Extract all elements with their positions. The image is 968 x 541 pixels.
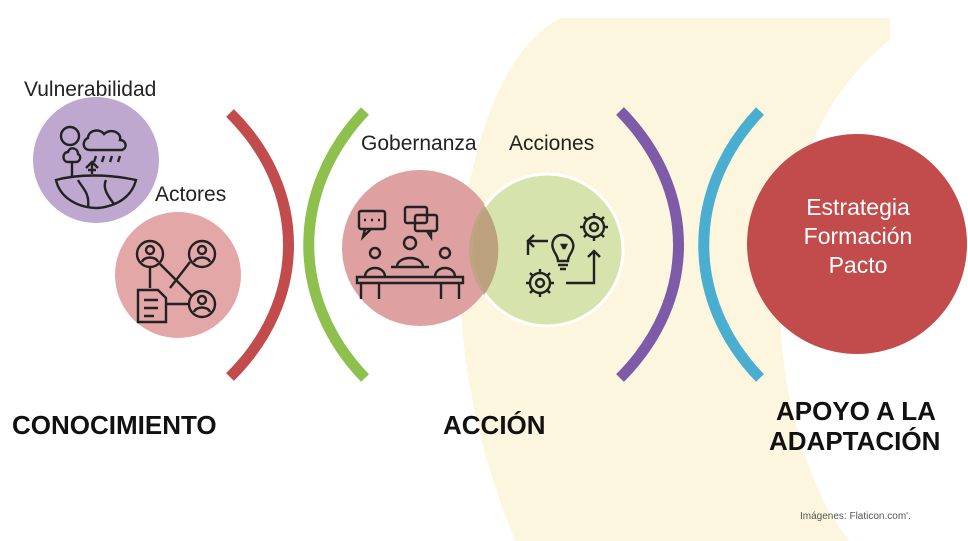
apoyo-heading-line2: ADAPTACIÓN xyxy=(769,426,941,456)
actores-label: Actores xyxy=(155,183,227,206)
accion-heading: ACCIÓN xyxy=(443,410,546,440)
pacto-line: Pacto xyxy=(828,252,888,278)
arc-purple xyxy=(616,107,684,382)
conocimiento-heading: CONOCIMIENTO xyxy=(12,410,217,440)
process-gears-icon xyxy=(526,213,608,297)
estrategia-text: Estrategia Formación Pacto xyxy=(752,193,964,280)
apoyo-heading-line1: APOYO A LA xyxy=(776,396,936,426)
arc-red xyxy=(226,109,294,381)
landscape-climate-icon xyxy=(54,125,138,210)
people-network-icon xyxy=(135,239,217,324)
overlap-region xyxy=(469,205,499,295)
formacion-line: Formación xyxy=(803,223,913,249)
meeting-table-icon xyxy=(355,205,465,299)
arc-green xyxy=(303,107,369,382)
acciones-label: Acciones xyxy=(509,132,595,155)
arc-blue xyxy=(698,107,764,382)
vulnerabilidad-label: Vulnerabilidad xyxy=(24,78,157,101)
gobernanza-label: Gobernanza xyxy=(361,132,477,155)
estrategia-circle xyxy=(747,134,967,354)
estrategia-line: Estrategia xyxy=(806,194,910,220)
image-credit: Imágenes: Flaticon.com'. xyxy=(800,511,911,522)
